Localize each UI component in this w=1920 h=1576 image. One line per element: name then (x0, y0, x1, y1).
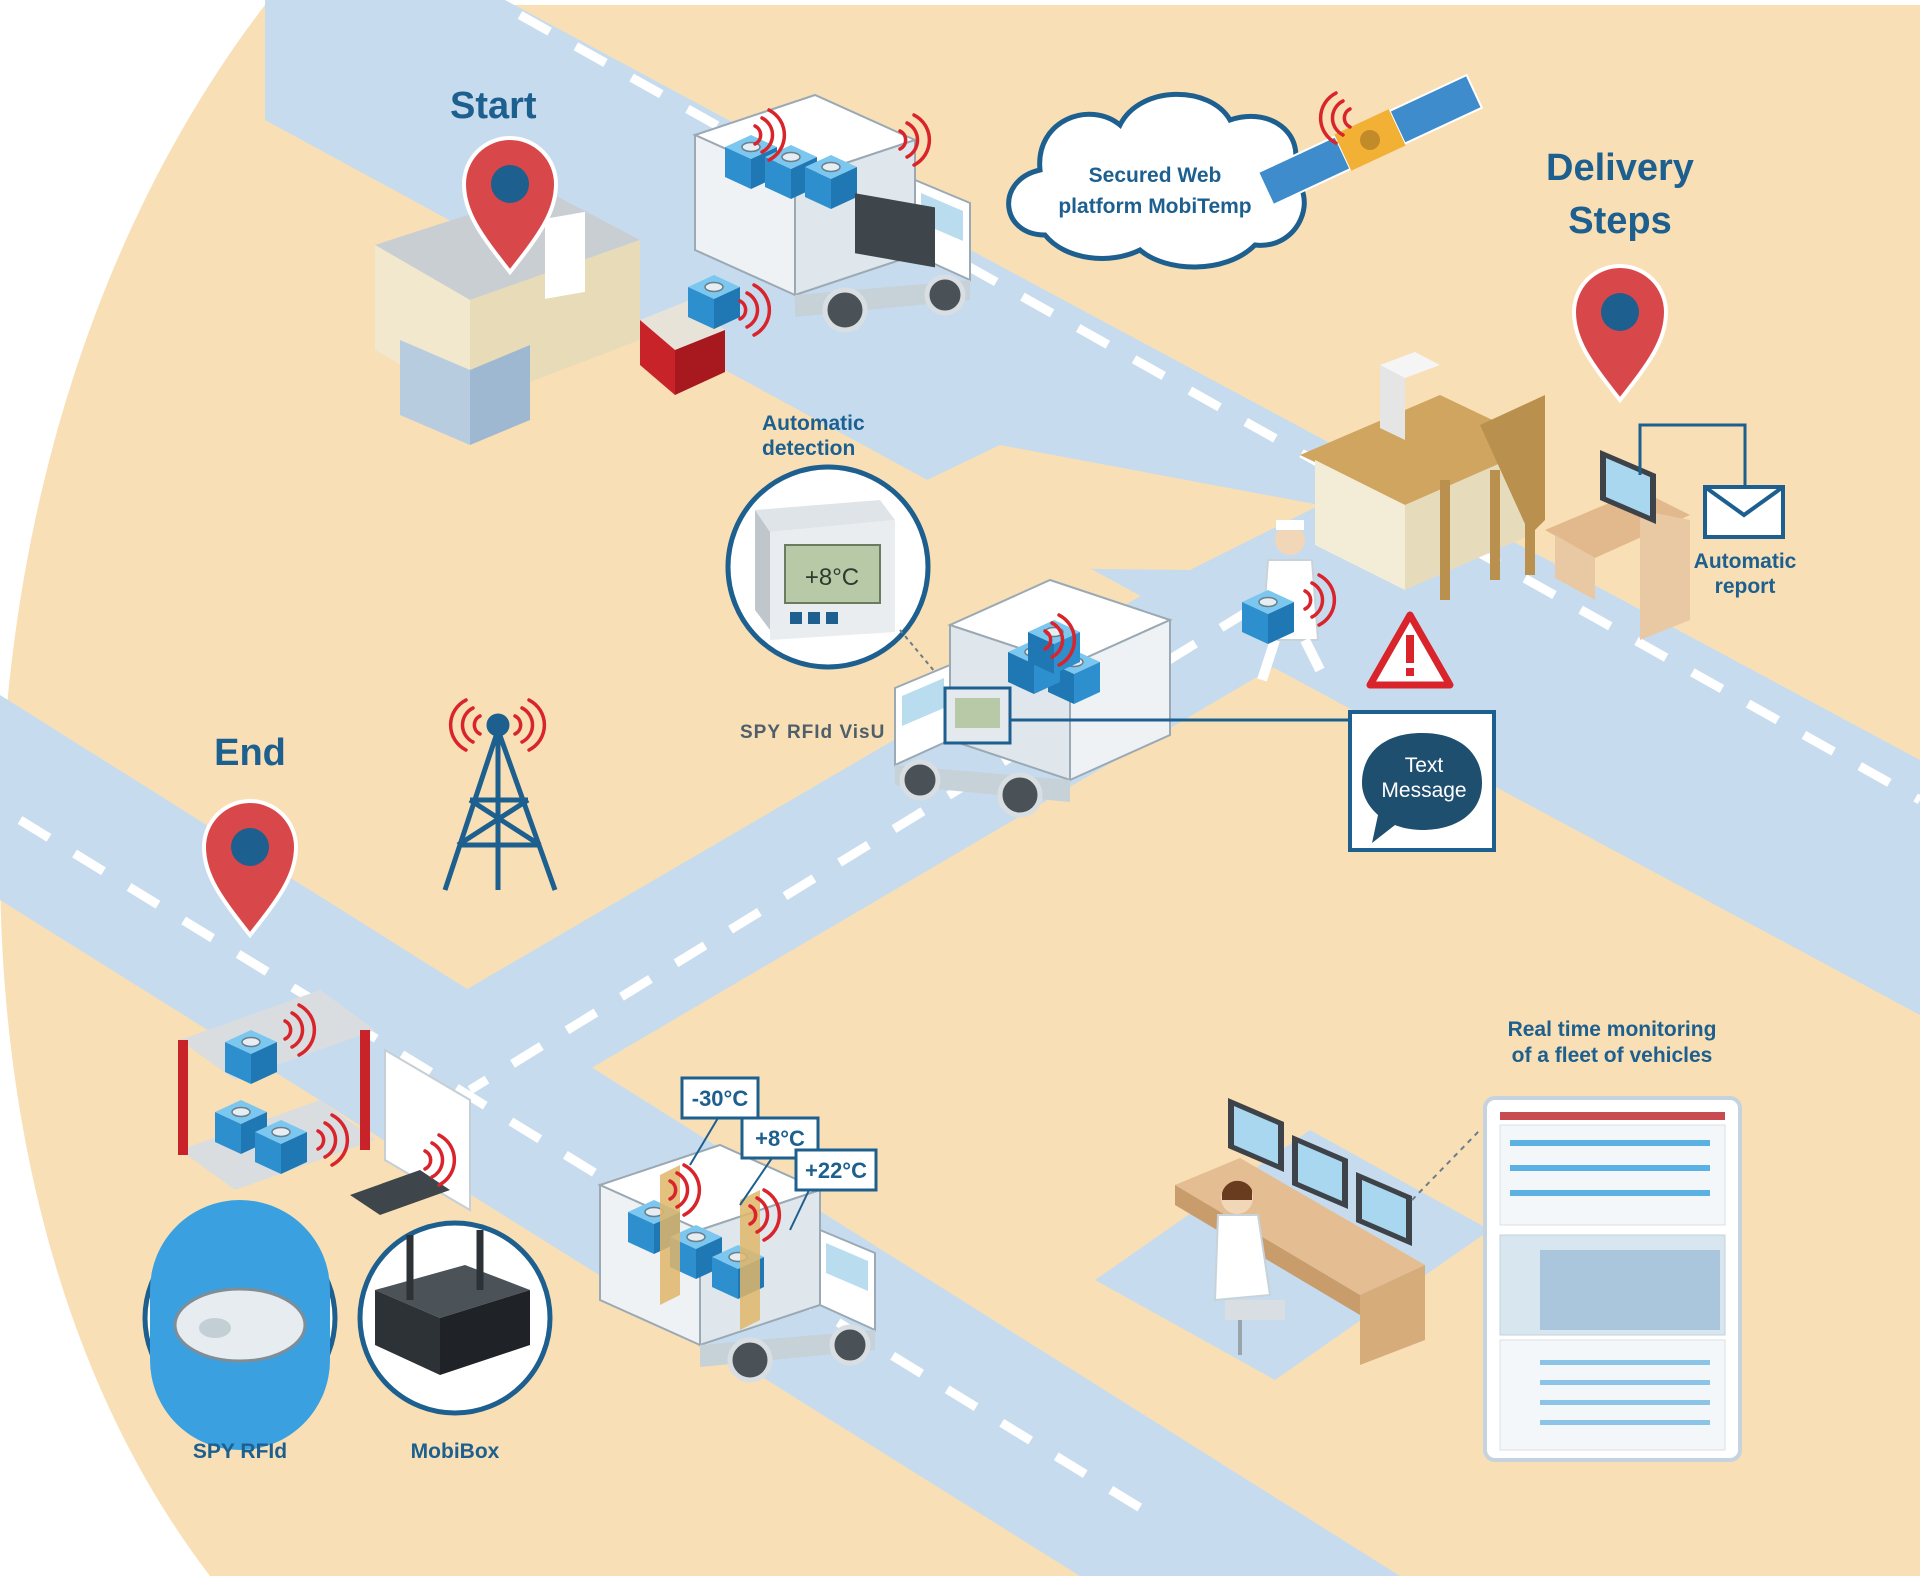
automatic-detection-line1: Automatic (762, 412, 865, 435)
delivery-label-line2: Steps (1568, 200, 1671, 242)
automatic-detection-line2: detection (762, 437, 855, 460)
spy-rfid-visu-device: +8°C (725, 464, 931, 670)
display-temperature: +8°C (805, 564, 859, 591)
dashboard-display (943, 686, 1012, 745)
temperature-zone-labels: -30°C +8°C +22°C (680, 1076, 878, 1231)
delivery-house (1300, 352, 1545, 600)
office-desk (1545, 450, 1690, 640)
spy-rfid-device (142, 1200, 338, 1450)
radio-tower-icon (442, 713, 558, 891)
storage-shelf (178, 990, 471, 1215)
mobibox-label: MobiBox (411, 1440, 500, 1463)
delivery-truck-top (695, 95, 970, 330)
delivery-person (1241, 520, 1325, 682)
satellite-icon (1256, 73, 1484, 207)
speech-bubble-icon (1362, 733, 1482, 843)
spy-rfid-label: SPY RFId (193, 1440, 287, 1463)
cloud-line2: platform MobiTemp (1058, 195, 1251, 218)
control-room (1175, 1098, 1425, 1365)
mobibox-device (357, 1220, 553, 1416)
warning-icon (1366, 611, 1454, 689)
temp-zone-1: -30°C (692, 1086, 749, 1111)
cloud-line1: Secured Web (1089, 164, 1222, 187)
monitoring-dashboard (1483, 1096, 1742, 1462)
automatic-report-line1: Automatic (1694, 550, 1797, 573)
text-message-line1: Text (1405, 754, 1444, 777)
automatic-report-line2: report (1715, 575, 1776, 598)
envelope-icon (1703, 485, 1785, 539)
delivery-label-line1: Delivery (1546, 147, 1694, 189)
start-label: Start (450, 85, 537, 127)
spy-rfid-visu-label: SPY RFId VisU (740, 722, 885, 743)
realtime-monitoring-line1: Real time monitoring (1508, 1018, 1717, 1041)
multi-temperature-truck (600, 1145, 875, 1380)
temp-zone-2: +8°C (755, 1126, 805, 1151)
text-message-box: Text Message (1348, 710, 1496, 852)
end-label: End (214, 732, 286, 774)
temp-zone-3: +22°C (805, 1158, 867, 1183)
monitoring-connector (1411, 1129, 1481, 1201)
report-line (1638, 423, 1747, 487)
cloud-platform: Secured Web platform MobiTemp (1006, 91, 1307, 270)
pallet-truck (640, 274, 741, 395)
realtime-monitoring-line2: of a fleet of vehicles (1512, 1044, 1713, 1067)
text-message-line2: Message (1381, 779, 1466, 802)
